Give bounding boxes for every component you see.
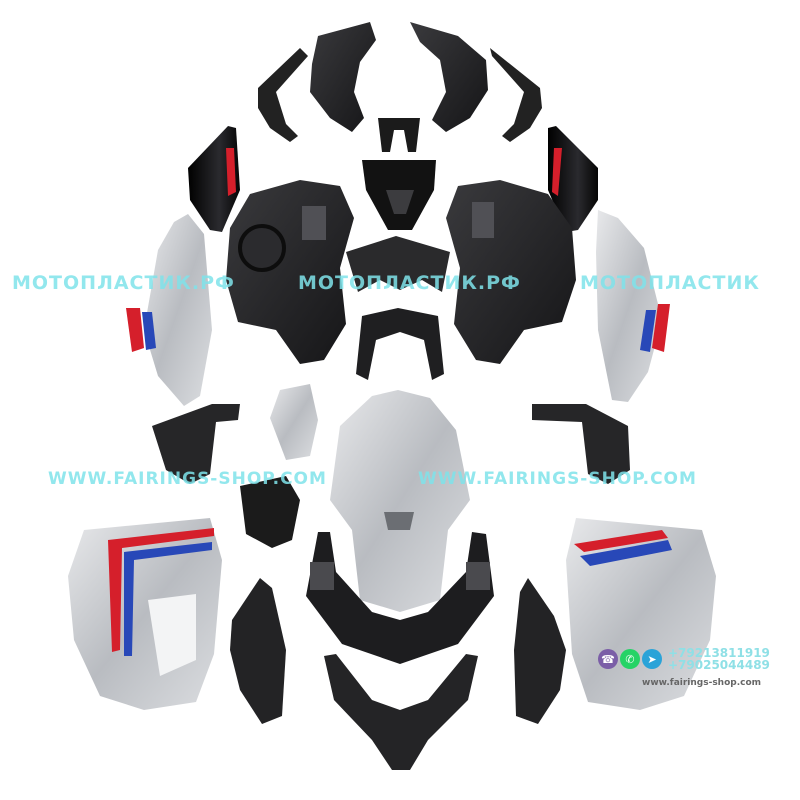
center-top-bracket bbox=[378, 118, 420, 152]
right-silver-side-cowl-upper bbox=[596, 210, 662, 402]
upper-left-frame-inner bbox=[310, 22, 376, 132]
right-rear-grab-handle bbox=[532, 404, 630, 484]
left-lower-cowl-opening bbox=[148, 594, 196, 676]
left-lower-cowl-vent bbox=[310, 562, 334, 590]
upper-right-frame-inner bbox=[410, 22, 488, 132]
right-lower-stripe-blue bbox=[580, 540, 672, 566]
contact-row: ☎ ✆ ➤ +79213811919 +79025044489 bbox=[598, 647, 798, 671]
contact-block: ☎ ✆ ➤ +79213811919 +79025044489 www.fair… bbox=[598, 647, 798, 688]
small-silver-cover bbox=[270, 384, 318, 460]
upper-right-bracket bbox=[490, 48, 542, 142]
front-fender-silver bbox=[330, 390, 470, 612]
left-upper-stripe-blue bbox=[142, 312, 156, 350]
left-fuel-cap-ring bbox=[238, 224, 286, 272]
chin-spoiler bbox=[324, 654, 478, 770]
left-side-panel-stripe bbox=[226, 148, 236, 196]
small-black-duct bbox=[240, 476, 300, 548]
left-lower-stripe-red bbox=[108, 528, 214, 652]
right-fairing-grille bbox=[472, 202, 494, 238]
left-upper-stripe-red bbox=[126, 308, 144, 352]
left-lower-stripe-blue bbox=[124, 542, 212, 656]
right-upper-stripe-blue bbox=[640, 310, 656, 352]
watermark-en-1: WWW.FAIRINGS-SHOP.COM bbox=[48, 469, 327, 489]
left-silver-side-cowl-upper bbox=[144, 214, 212, 406]
front-upper-cowl-inner bbox=[356, 308, 444, 380]
telegram-icon: ➤ bbox=[642, 649, 662, 669]
front-lower-cowl bbox=[306, 532, 494, 664]
phone-numbers: +79213811919 +79025044489 bbox=[668, 647, 770, 671]
right-lower-cowl-vent bbox=[466, 562, 490, 590]
right-lower-inner-panel bbox=[514, 578, 566, 724]
front-fender-slot bbox=[384, 512, 414, 530]
viber-icon: ☎ bbox=[598, 649, 618, 669]
headlight-cover-window bbox=[386, 190, 414, 214]
right-upper-stripe-red bbox=[652, 304, 670, 352]
watermark-ru-2: МОТОПЛАСТИК.РФ bbox=[298, 272, 521, 294]
watermark-ru-1: МОТОПЛАСТИК.РФ bbox=[12, 272, 235, 294]
upper-left-bracket bbox=[258, 48, 308, 142]
phone-2: +79025044489 bbox=[668, 658, 770, 672]
watermark-en-2: WWW.FAIRINGS-SHOP.COM bbox=[418, 469, 697, 489]
right-side-panel-stripe bbox=[552, 148, 562, 196]
right-lower-stripe-red bbox=[574, 530, 668, 552]
left-fairing-grille bbox=[302, 206, 326, 240]
instrument-surround bbox=[346, 236, 450, 292]
whatsapp-icon: ✆ bbox=[620, 649, 640, 669]
watermark-ru-3: МОТОПЛАСТИК bbox=[580, 272, 760, 294]
left-rear-grab-handle bbox=[152, 404, 240, 484]
phone-1: +79213811919 bbox=[668, 646, 770, 660]
left-lower-inner-panel bbox=[230, 578, 286, 724]
website-url: www.fairings-shop.com bbox=[642, 678, 762, 688]
